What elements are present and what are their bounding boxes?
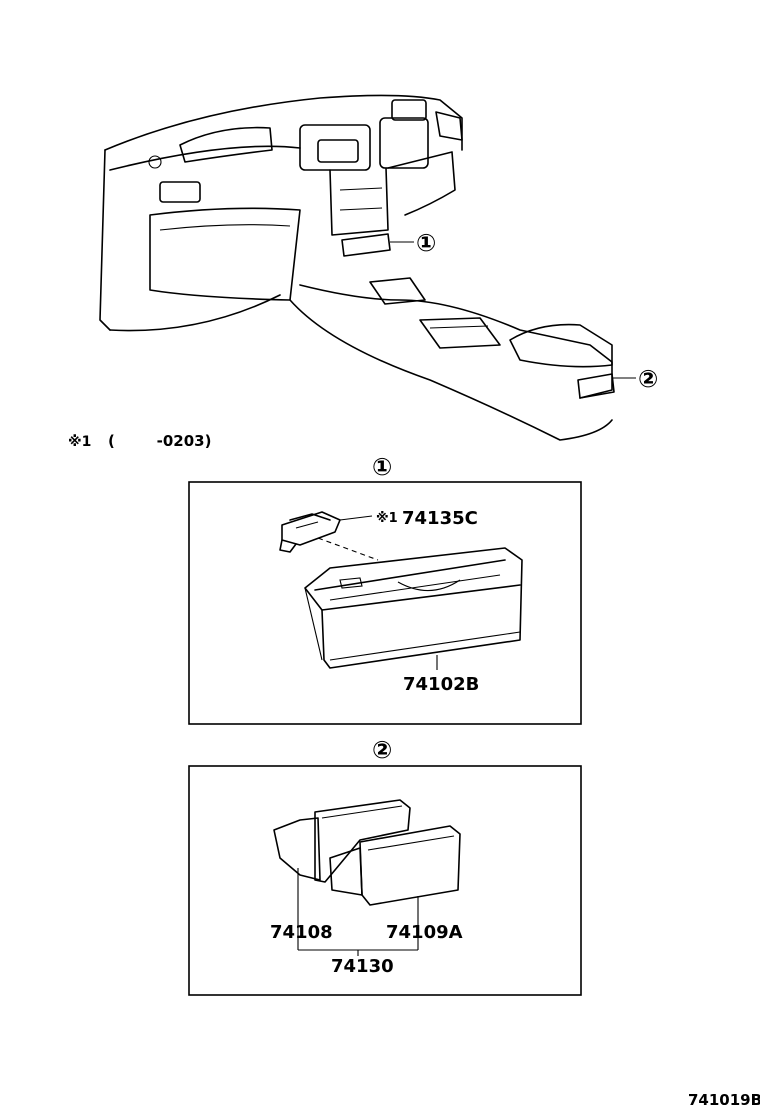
svg-text:②: ② (638, 365, 658, 393)
storage-box-illustration (304, 547, 523, 669)
diagram-code: 741019B (688, 1091, 760, 1109)
panel1-title: ① (372, 453, 392, 481)
panel1-box (188, 481, 582, 725)
bracket-mark: ※1 (376, 511, 398, 526)
callout-1: ① (416, 229, 436, 257)
part-74135C: 74135C (402, 508, 478, 529)
part-74109A: 74109A (386, 922, 463, 943)
bracket-leader-dashed (317, 537, 379, 561)
footnote-range: ( -0203) (108, 432, 211, 450)
bracket-illustration (279, 511, 373, 553)
part-74130: 74130 (331, 956, 394, 977)
dashboard-illustration (99, 94, 636, 441)
svg-text:①: ① (416, 229, 436, 257)
panel2-box (188, 765, 582, 996)
part-74108: 74108 (270, 922, 333, 943)
part-74102B: 74102B (403, 674, 479, 695)
footnote-mark: ※1 (68, 434, 91, 450)
panel2-title: ② (372, 736, 392, 764)
callout-2: ② (638, 365, 658, 393)
cup-holder-illustration (273, 799, 461, 906)
